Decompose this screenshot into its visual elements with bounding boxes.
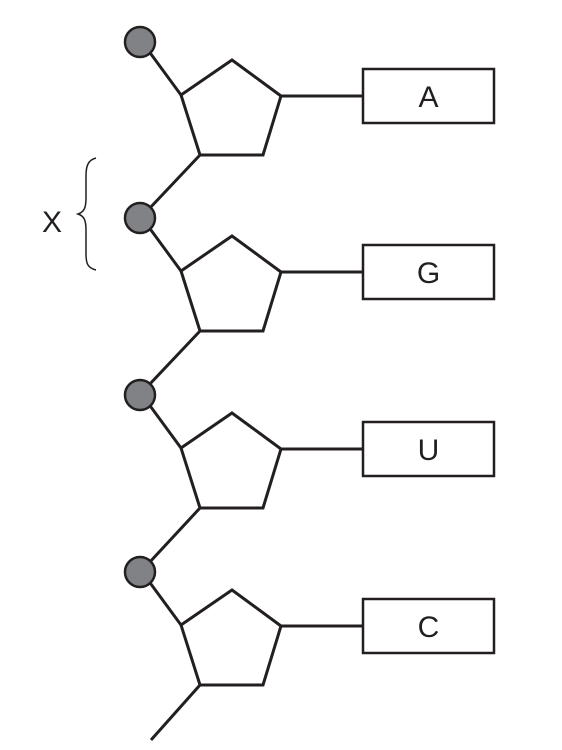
sugar-pentagon [179, 588, 283, 687]
phosphate-circle [123, 25, 157, 59]
curly-bracket [75, 157, 97, 271]
sugar-pentagon [179, 411, 283, 510]
sugar-pentagon [179, 234, 283, 333]
phosphate-circle [123, 378, 157, 412]
base-box [361, 243, 496, 301]
base-box [361, 597, 496, 655]
phosphate-circle [123, 201, 157, 235]
sugar-pentagon [179, 58, 283, 157]
base-label: A [418, 81, 438, 114]
backbone-bond [146, 506, 202, 566]
bond-phosphate-sugar [146, 402, 183, 449]
bond-phosphate-sugar [146, 579, 183, 626]
bond-phosphate-sugar [146, 225, 183, 272]
base-label: U [418, 434, 440, 467]
nucleotide-3: U [123, 378, 496, 510]
phosphate-circle [123, 555, 157, 589]
backbone-bond [146, 329, 202, 388]
base-label: G [417, 257, 440, 290]
base-box [361, 67, 496, 125]
nucleotide-2: G [123, 201, 496, 333]
nucleotide-1: A [123, 25, 496, 157]
backbone-tail [149, 684, 202, 741]
base-label: C [418, 611, 440, 644]
bond-phosphate-sugar [146, 49, 183, 96]
backbone-bond [146, 153, 202, 212]
bracket-label: X [42, 206, 62, 239]
base-box [361, 420, 496, 478]
nucleotide-4: C [123, 555, 496, 687]
